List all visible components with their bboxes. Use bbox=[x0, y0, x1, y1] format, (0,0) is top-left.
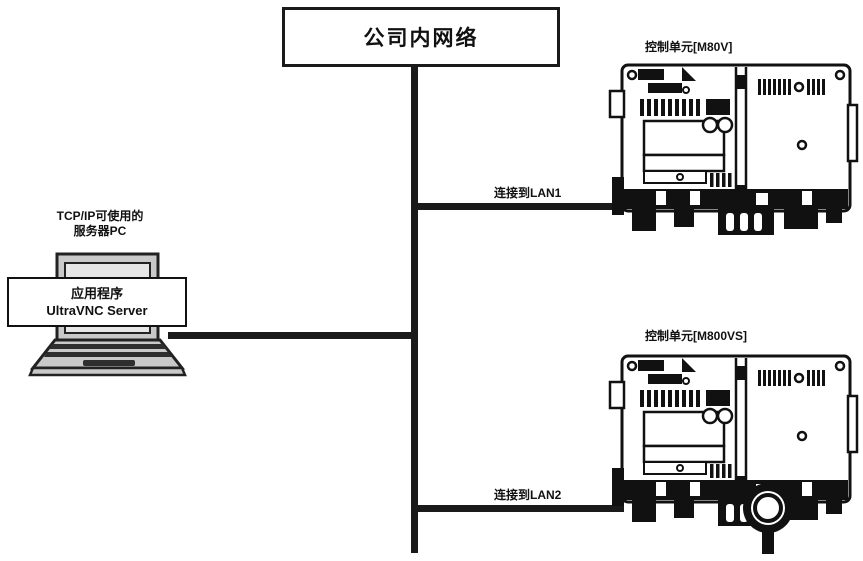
server-pc-caption: TCP/IP可使用的 服务器PC bbox=[15, 209, 185, 239]
control-unit-1-label: 控制单元[M80V] bbox=[645, 40, 733, 54]
application-label-line1: 应用程序 bbox=[70, 286, 123, 301]
lan2-label: 连接到LAN2 bbox=[494, 488, 562, 502]
control-unit-2-icon bbox=[608, 354, 859, 554]
application-box: 应用程序 UltraVNC Server bbox=[7, 277, 187, 327]
server-pc-caption-line1: TCP/IP可使用的 bbox=[56, 209, 144, 223]
company-network-label: 公司内网络 bbox=[363, 27, 479, 50]
lan1-label: 连接到LAN1 bbox=[494, 186, 562, 200]
control-unit-1-icon bbox=[608, 63, 859, 237]
application-label-line2: UltraVNC Server bbox=[46, 303, 148, 318]
network-trunk-line bbox=[411, 64, 418, 553]
company-network-box: 公司内网络 bbox=[282, 7, 560, 67]
round-connector bbox=[743, 482, 793, 554]
lan1-branch-line bbox=[414, 203, 624, 210]
server-pc-caption-line2: 服务器PC bbox=[73, 224, 127, 238]
control-unit-2-label: 控制单元[M800VS] bbox=[645, 329, 748, 343]
lan2-branch-line bbox=[414, 505, 624, 512]
server-pc-branch-line bbox=[168, 332, 414, 339]
